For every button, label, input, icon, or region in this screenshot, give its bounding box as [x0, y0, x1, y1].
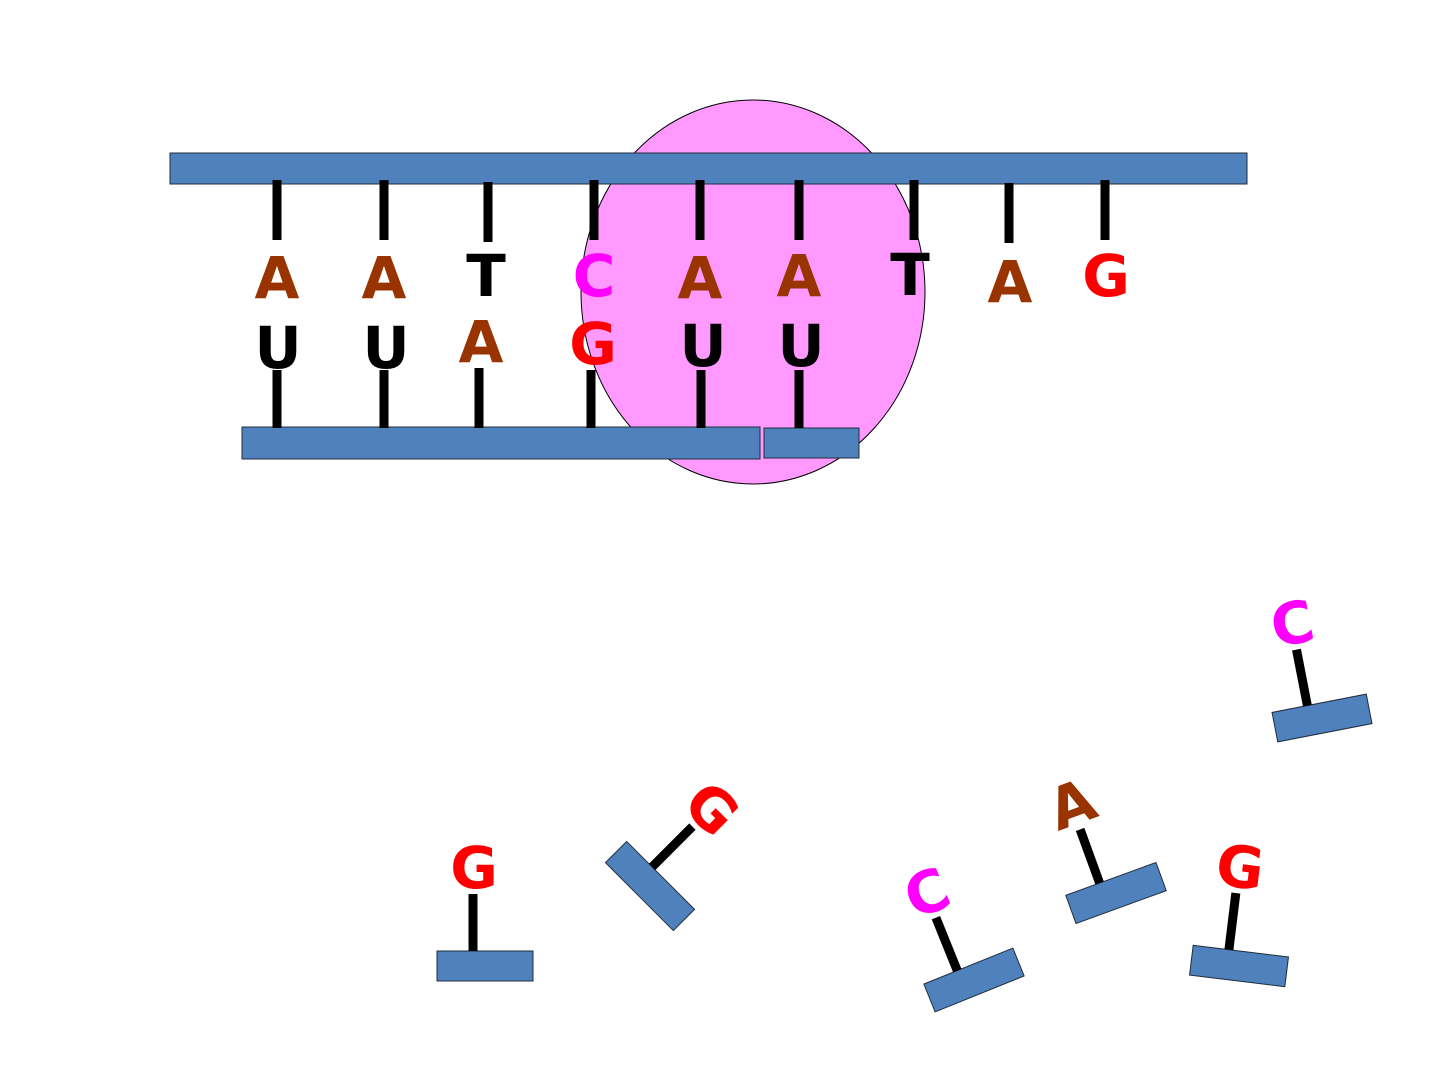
template-base: A: [678, 180, 723, 312]
rna-polymerase: [580, 99, 926, 485]
base-letter: U: [254, 314, 301, 382]
rna-base: U: [362, 314, 410, 428]
template-base: A: [255, 180, 300, 312]
bond-stick: [1075, 827, 1104, 885]
bond-stick: [1224, 892, 1241, 951]
base-letter: A: [459, 308, 504, 376]
base-letter: U: [362, 314, 409, 382]
rna-bases: U U A G U U: [254, 308, 825, 428]
rna-backbone: [241, 426, 761, 460]
base-letter: U: [679, 312, 726, 380]
free-nucleotide: C: [1265, 586, 1373, 743]
sugar-block: [604, 840, 696, 932]
free-nucleotide: A: [1039, 765, 1167, 925]
base-letter: A: [255, 244, 300, 312]
base-letter: G: [1082, 242, 1130, 310]
free-nucleotides: G G C A C G: [436, 586, 1373, 1013]
template-base: A: [988, 183, 1033, 316]
bond-stick: [1292, 648, 1312, 707]
base-letter: T: [466, 242, 506, 310]
base-letter: G: [1212, 831, 1268, 904]
base-letter: C: [573, 242, 616, 310]
template-base: C: [573, 180, 616, 310]
base-letter: C: [895, 854, 960, 933]
rna-base: U: [254, 314, 302, 428]
rna-base: A: [459, 308, 504, 428]
base-letter: A: [777, 242, 822, 310]
base-letter: A: [1039, 765, 1105, 844]
template-base: T: [466, 182, 506, 310]
dna-template-backbone: [169, 152, 1248, 185]
base-letter: C: [1265, 586, 1320, 661]
bond-stick: [648, 823, 696, 871]
template-base: G: [1082, 180, 1130, 310]
rna-base: G: [569, 310, 617, 428]
free-nucleotide: G: [436, 834, 534, 982]
base-letter: U: [777, 312, 824, 380]
rna-base: U: [679, 312, 727, 428]
template-base: A: [777, 180, 822, 310]
base-letter: T: [890, 241, 930, 309]
free-nucleotide: G: [1188, 831, 1290, 988]
template-base: A: [362, 180, 407, 312]
base-letter: A: [362, 244, 407, 312]
sugar-block: [1065, 861, 1167, 925]
base-letter: A: [988, 248, 1033, 316]
free-nucleotide: C: [895, 854, 1025, 1013]
sugar-block: [1188, 944, 1290, 988]
rna-backbone-new-segment: [763, 427, 860, 459]
base-letter: G: [450, 834, 498, 902]
sugar-block: [923, 947, 1025, 1013]
template-base: T: [890, 180, 930, 309]
free-nucleotide: G: [604, 768, 752, 932]
bond-stick: [931, 916, 962, 973]
rna-base: U: [777, 312, 825, 428]
base-letter: G: [569, 310, 617, 378]
base-letter: A: [678, 244, 723, 312]
sugar-block: [436, 950, 534, 982]
sugar-block: [1271, 693, 1373, 743]
template-bases: A A T C A A T A: [255, 180, 1130, 316]
